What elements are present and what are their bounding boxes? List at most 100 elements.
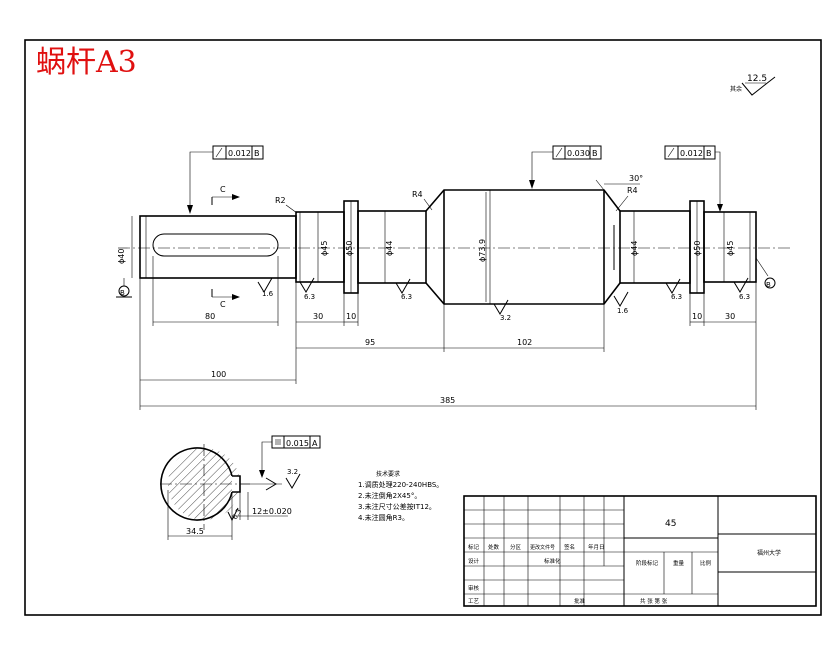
svg-text:设计: 设计 bbox=[468, 557, 480, 565]
svg-text:B: B bbox=[120, 289, 125, 297]
svg-text:B: B bbox=[766, 281, 771, 289]
svg-text:1.6: 1.6 bbox=[617, 307, 629, 315]
svg-text:批准: 批准 bbox=[574, 597, 586, 605]
dim-385: 385 bbox=[440, 396, 455, 405]
title-material: 45 bbox=[665, 519, 676, 529]
svg-text:标记: 标记 bbox=[468, 543, 480, 551]
leader-radius-left bbox=[285, 204, 298, 214]
keyway-slot bbox=[152, 233, 279, 257]
label-dia-45-right: ϕ45 bbox=[726, 241, 735, 256]
datum-circle-icon bbox=[118, 285, 130, 297]
svg-text:审核: 审核 bbox=[468, 584, 480, 592]
svg-text:6.3: 6.3 bbox=[304, 293, 315, 301]
note-item: 2.未注倒角2X45°。 bbox=[358, 491, 421, 500]
note-item: 3.未注尺寸公差按IT12。 bbox=[358, 502, 436, 511]
dim-10-left: 10 bbox=[346, 312, 356, 321]
roughness-symbol-icon bbox=[741, 76, 776, 96]
svg-text:1.6: 1.6 bbox=[262, 290, 274, 298]
general-roughness-note: 其余 12.5 bbox=[730, 74, 776, 96]
svg-text:0.015: 0.015 bbox=[286, 439, 309, 448]
svg-text:0.012: 0.012 bbox=[228, 149, 251, 158]
section-cut-top: C bbox=[211, 185, 240, 205]
drawing-title: 蜗杆A3 bbox=[36, 45, 137, 80]
svg-text:共 张 第 张: 共 张 第 张 bbox=[640, 597, 668, 605]
svg-text:B: B bbox=[254, 149, 260, 158]
svg-text:6.3: 6.3 bbox=[739, 293, 750, 301]
title-school: 福州大学 bbox=[757, 549, 781, 557]
dim-100: 100 bbox=[211, 370, 226, 379]
title-block: 45 福州大学 标记 处数 分区 更改文件号 签名 年月日 设计 标准化 阶段标… bbox=[463, 495, 817, 607]
leader-radius-mid-right bbox=[615, 195, 629, 212]
technical-notes: 技术要求 1.调质处理220-240HBS。 2.未注倒角2X45°。 3.未注… bbox=[358, 470, 443, 522]
datum-b-right: B bbox=[755, 257, 776, 289]
dim-102: 102 bbox=[517, 338, 532, 347]
label-radius-mid-right: R4 bbox=[627, 186, 638, 195]
angle-arc-mark bbox=[595, 179, 605, 191]
svg-text:比例: 比例 bbox=[700, 559, 712, 567]
label-dia-50-left: ϕ50 bbox=[345, 241, 354, 256]
svg-text:0.012: 0.012 bbox=[680, 149, 703, 158]
note-item: 4.未注圆角R3。 bbox=[358, 513, 409, 522]
svg-text:34.5: 34.5 bbox=[186, 527, 204, 536]
dim-10-right: 10 bbox=[692, 312, 702, 321]
roughness-note-label: 其余 bbox=[730, 85, 742, 93]
svg-text:标准化: 标准化 bbox=[544, 557, 561, 565]
svg-text:B: B bbox=[706, 149, 712, 158]
label-radius-left: R2 bbox=[275, 196, 286, 205]
label-radius-mid-left: R4 bbox=[412, 190, 423, 199]
runout-icon bbox=[215, 147, 223, 158]
svg-text:6.3: 6.3 bbox=[401, 293, 412, 301]
svg-text:阶段标记: 阶段标记 bbox=[636, 559, 659, 567]
shaft-journal-right bbox=[703, 211, 757, 283]
label-angle: 30° bbox=[629, 174, 643, 183]
shaft-end-left bbox=[139, 215, 297, 279]
runout-frame-right: 0.012 B bbox=[664, 145, 723, 212]
worm-taper-top bbox=[425, 189, 621, 212]
label-dia-end: ϕ40 bbox=[117, 249, 126, 264]
roughness-marks: 1.6 6.3 6.3 3.2 1.6 6.3 6.3 bbox=[257, 277, 750, 322]
svg-text:6.3: 6.3 bbox=[231, 507, 243, 521]
roughness-note-value: 12.5 bbox=[747, 74, 767, 84]
svg-text:3.2: 3.2 bbox=[500, 314, 511, 322]
dim-95: 95 bbox=[365, 338, 375, 347]
svg-text:重量: 重量 bbox=[673, 559, 685, 567]
note-item: 1.调质处理220-240HBS。 bbox=[358, 480, 443, 489]
svg-text:12±0.020: 12±0.020 bbox=[252, 507, 292, 516]
svg-text:B: B bbox=[592, 149, 598, 158]
svg-text:年月日: 年月日 bbox=[588, 543, 605, 551]
svg-text:3.2: 3.2 bbox=[287, 468, 298, 476]
keyway-section-view: 0.015 A 3.2 12±0.020 6.3 34.5 bbox=[160, 435, 321, 540]
notes-heading: 技术要求 bbox=[376, 470, 400, 478]
shaft-main-view: ϕ40 ϕ45 ϕ50 ϕ44 ϕ73.9 ϕ44 ϕ50 ϕ45 R2 R4 … bbox=[116, 145, 790, 410]
runout-icon bbox=[667, 147, 675, 158]
length-dimensions: 80 30 10 95 102 10 30 100 385 bbox=[139, 256, 757, 410]
label-dia-44-right: ϕ44 bbox=[630, 241, 639, 256]
runout-frame-left: 0.012 B bbox=[187, 145, 264, 214]
svg-text:C: C bbox=[220, 300, 226, 309]
svg-text:0.030: 0.030 bbox=[567, 149, 590, 158]
label-dia-44-left: ϕ44 bbox=[385, 241, 394, 256]
svg-text:处数: 处数 bbox=[488, 543, 500, 551]
svg-text:更改文件号: 更改文件号 bbox=[530, 544, 555, 551]
datum-b-left: B bbox=[116, 278, 132, 298]
dim-30-left: 30 bbox=[313, 312, 323, 321]
section-cut-bottom: C bbox=[211, 289, 240, 309]
dim-80: 80 bbox=[205, 312, 215, 321]
leader-radius-mid-left bbox=[423, 198, 433, 211]
svg-text:分区: 分区 bbox=[510, 543, 522, 551]
svg-text:6.3: 6.3 bbox=[671, 293, 682, 301]
runout-icon bbox=[555, 147, 563, 158]
svg-text:签名: 签名 bbox=[564, 543, 575, 551]
svg-text:C: C bbox=[220, 185, 226, 194]
datum-circle-icon bbox=[764, 277, 776, 289]
dim-30-right: 30 bbox=[725, 312, 735, 321]
label-dia-45-left: ϕ45 bbox=[320, 241, 329, 256]
label-dia-worm: ϕ73.9 bbox=[478, 239, 487, 262]
svg-text:A: A bbox=[312, 439, 318, 448]
label-dia-50-right: ϕ50 bbox=[693, 241, 702, 256]
runout-frame-mid: 0.030 B bbox=[529, 145, 602, 189]
sheet-border bbox=[24, 39, 822, 616]
svg-text:工艺: 工艺 bbox=[468, 598, 480, 605]
worm-taper-bottom bbox=[425, 282, 621, 305]
